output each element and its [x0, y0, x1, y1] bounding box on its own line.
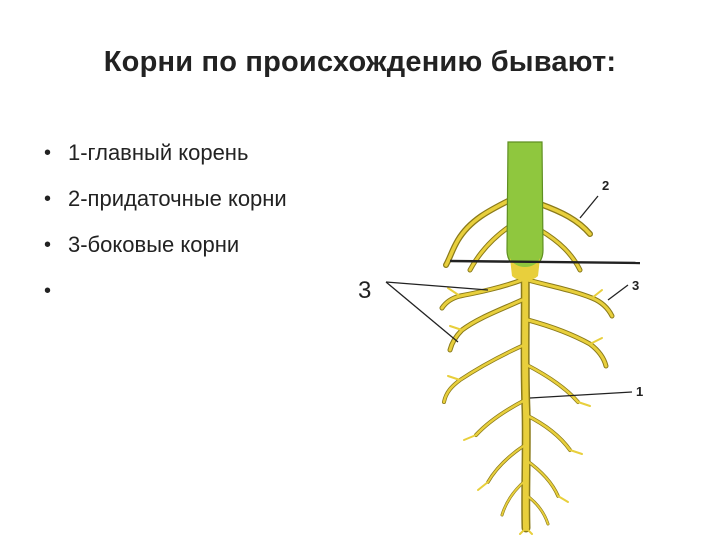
bullet-text: 1-главный корень: [68, 140, 249, 165]
slide-title: Корни по происхождению бывают:: [103, 46, 617, 78]
bullet-item-main-root: • 1-главный корень: [42, 134, 287, 180]
soil-line: [449, 259, 641, 265]
root-system-diagram: 2 3 1 3: [340, 130, 710, 535]
bullet-text: 3-боковые корни: [68, 232, 240, 257]
stem: [506, 141, 544, 269]
bullet-item-empty: •: [42, 272, 287, 318]
bullet-text: 2-придаточные корни: [68, 186, 287, 211]
root-system-illustration: 2 3 1 3: [358, 141, 643, 535]
bullet-list: • 1-главный корень • 2-придаточные корни…: [42, 134, 287, 318]
bullet-dot: •: [44, 280, 52, 302]
stem-base: [510, 258, 540, 281]
label-adventitious-roots: 2: [602, 178, 609, 193]
bullet-dot: •: [44, 188, 52, 210]
bullet-dot: •: [44, 142, 52, 164]
bullet-item-lateral-roots: • 3-боковые корни: [42, 226, 287, 272]
label-main-root: 1: [636, 384, 643, 399]
root-twigs: [447, 287, 603, 535]
label-lateral-roots-left: 3: [358, 277, 371, 304]
bullet-dot: •: [44, 234, 52, 256]
bullet-item-adventitious-roots: • 2-придаточные корни: [42, 180, 287, 226]
pointer-lines: [385, 195, 633, 399]
label-lateral-roots: 3: [632, 278, 639, 293]
